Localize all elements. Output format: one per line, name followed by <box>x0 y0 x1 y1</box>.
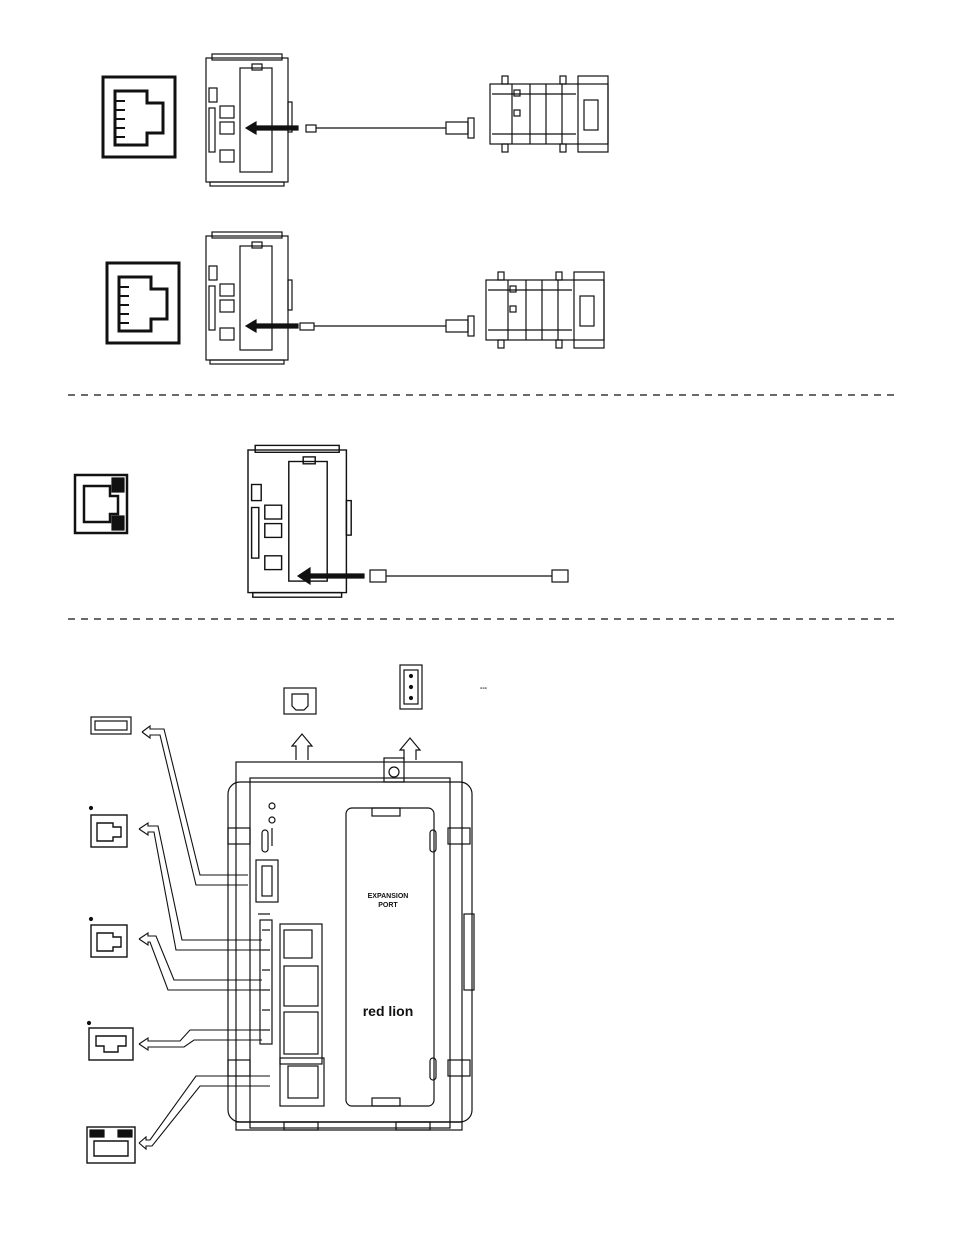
plc-icon <box>490 76 608 152</box>
rs485-port <box>284 1012 318 1054</box>
arrow-up-icon <box>400 738 420 760</box>
rs232-port1 <box>284 930 312 958</box>
controller-small-icon <box>206 54 292 186</box>
led-icon <box>269 803 275 809</box>
plc-icon <box>486 272 604 348</box>
expansion-port-label-line2: PORT <box>378 902 398 909</box>
led-dot-icon <box>90 918 93 921</box>
panel-rs232-port1 <box>103 54 608 186</box>
panel-rs232-port2 <box>107 232 604 364</box>
led-icon <box>269 817 275 823</box>
rs485-port-icon <box>89 1028 133 1060</box>
led-dot-icon <box>90 807 93 810</box>
ethernet-cable-icon <box>370 570 568 582</box>
power-connector-icon <box>400 665 422 709</box>
brand-logo: red lion <box>363 1003 414 1019</box>
expansion-port-label-line1: EXPANSION <box>368 893 409 900</box>
usb-a-port-icon <box>91 717 131 734</box>
usb-b-port-icon <box>284 688 316 714</box>
rs232-port2 <box>284 966 318 1006</box>
ethernet-port-icon <box>87 1127 135 1163</box>
rs232-jack-icon <box>107 263 179 343</box>
rs232-port2-icon <box>91 925 127 957</box>
ethernet-jack-icon <box>75 475 127 533</box>
rs232-jack-icon <box>103 77 175 157</box>
expansion-connector <box>260 920 272 1044</box>
cable-icon <box>306 118 474 138</box>
arrow-up-icon <box>292 734 312 760</box>
dc-power-symbol: --- <box>480 685 488 692</box>
panel-ethernet <box>75 445 568 597</box>
ethernet-port <box>280 1058 324 1106</box>
controller-small-icon <box>206 232 292 364</box>
led-dot-icon <box>88 1022 91 1025</box>
controller-body <box>228 758 474 1130</box>
cable-icon <box>300 316 474 336</box>
expansion-port-cover <box>346 808 434 1106</box>
panel-port-overview: --- <box>87 665 488 1163</box>
arrow-left-icon <box>298 568 364 584</box>
rs232-port1-icon <box>91 815 127 847</box>
